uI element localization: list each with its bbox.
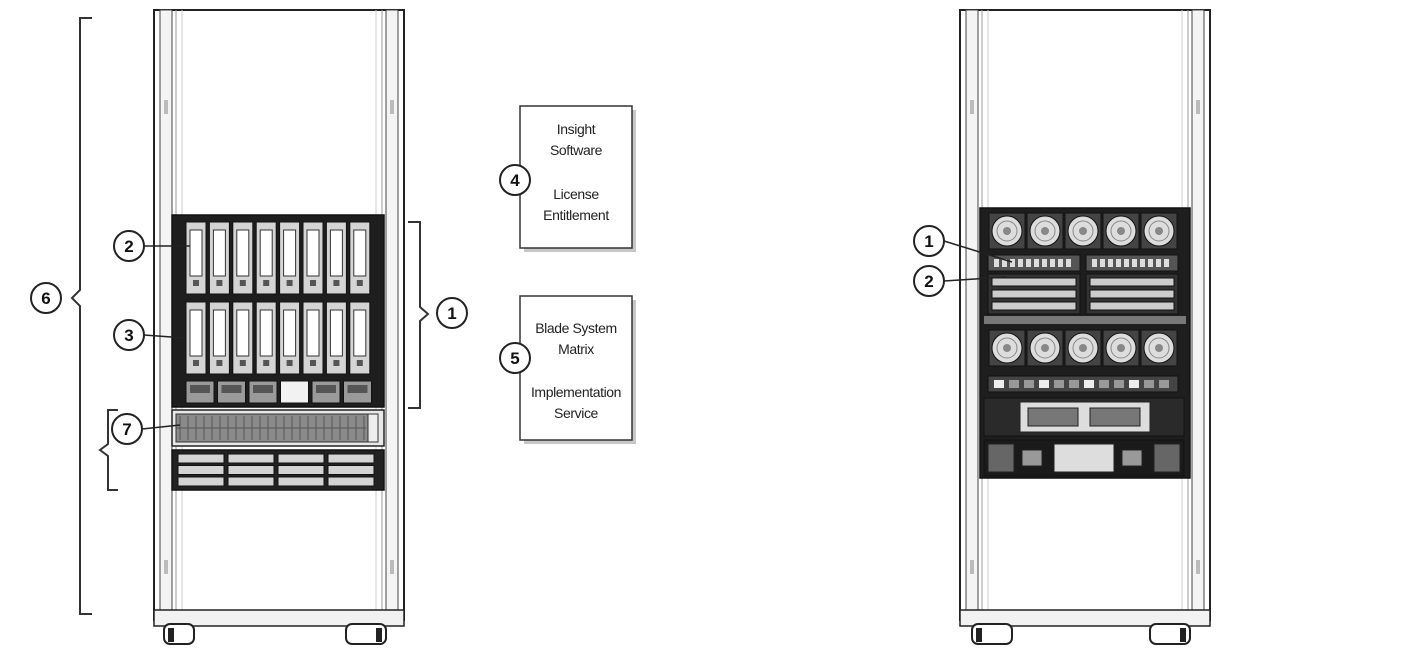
blade-server — [325, 221, 347, 295]
blade-server — [185, 301, 207, 375]
fan-module — [1140, 329, 1178, 367]
svg-text:5: 5 — [510, 349, 519, 368]
callout-5: 5 — [499, 342, 531, 374]
fan-module — [1026, 329, 1064, 367]
power-supply — [280, 380, 309, 404]
info-box-blade-system-matrix: Blade System Matrix Implementation Servi… — [499, 295, 636, 444]
blade-server — [302, 301, 324, 375]
power-supply-row — [185, 380, 372, 404]
svg-text:2: 2 — [924, 272, 933, 291]
blade-server — [232, 301, 254, 375]
fan-module — [1102, 212, 1140, 250]
svg-text:Implementation: Implementation — [531, 384, 621, 400]
blade-row-top — [185, 221, 371, 295]
fan-module — [1064, 329, 1102, 367]
callout-7: 7 — [111, 413, 143, 445]
rear-enclosure — [979, 207, 1191, 479]
blade-server — [325, 301, 347, 375]
fan-module — [1102, 329, 1140, 367]
blade-server — [208, 301, 230, 375]
fan-module — [1064, 212, 1102, 250]
svg-text:Blade System: Blade System — [535, 320, 617, 336]
blade-server — [208, 221, 230, 295]
storage-units — [171, 409, 385, 491]
fan-module — [1140, 212, 1178, 250]
rear-callout-1: 1 — [913, 225, 945, 257]
callout-6: 6 — [30, 282, 62, 314]
svg-text:4: 4 — [510, 171, 520, 190]
fan-row-top — [988, 212, 1178, 250]
fan-row-bottom — [988, 329, 1178, 367]
svg-text:6: 6 — [41, 289, 50, 308]
fan-module — [988, 329, 1026, 367]
callout-2: 2 — [113, 230, 145, 262]
power-supply — [217, 380, 246, 404]
rear-callout-2: 2 — [913, 265, 945, 297]
fan-module — [988, 212, 1026, 250]
svg-text:License: License — [553, 186, 599, 202]
svg-text:Matrix: Matrix — [558, 341, 594, 357]
rear-rack: 1 2 — [913, 9, 1211, 645]
blade-server — [255, 221, 277, 295]
callout-1: 1 — [436, 297, 468, 329]
front-rack: 6 2 3 7 1 — [30, 9, 468, 645]
bracket-6 — [70, 17, 92, 615]
blade-server — [302, 221, 324, 295]
blade-server — [349, 221, 371, 295]
callout-4: 4 — [499, 164, 531, 196]
blade-server — [349, 301, 371, 375]
blade-server — [279, 301, 301, 375]
blade-server — [279, 221, 301, 295]
power-supply — [343, 380, 372, 404]
svg-text:1: 1 — [447, 304, 456, 323]
svg-text:Service: Service — [554, 405, 598, 421]
callout-3: 3 — [113, 319, 145, 351]
power-supply — [248, 380, 278, 404]
svg-text:1: 1 — [924, 232, 933, 251]
svg-text:Insight: Insight — [557, 121, 596, 137]
svg-text:Software: Software — [550, 142, 603, 158]
svg-text:7: 7 — [122, 420, 131, 439]
blade-server — [232, 221, 254, 295]
svg-text:2: 2 — [124, 237, 133, 256]
bracket-7 — [98, 409, 118, 491]
fan-module — [1026, 212, 1064, 250]
power-supply — [311, 380, 341, 404]
power-supply — [185, 380, 215, 404]
blade-server — [185, 221, 207, 295]
info-box-insight-software: Insight Software License Entitlement 4 — [499, 105, 636, 252]
bracket-1 — [408, 221, 430, 409]
blade-enclosure — [171, 214, 385, 408]
blade-row-bottom — [185, 301, 371, 375]
svg-text:Entitlement: Entitlement — [543, 207, 609, 223]
blade-server — [255, 301, 277, 375]
svg-text:3: 3 — [124, 326, 133, 345]
